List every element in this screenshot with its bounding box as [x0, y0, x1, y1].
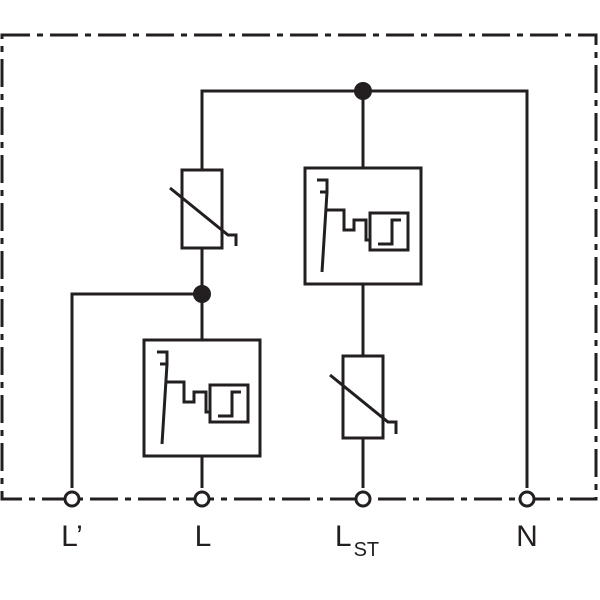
junction-node-top	[354, 82, 372, 100]
junction-node-l	[193, 285, 211, 303]
switch-blade-l	[160, 363, 169, 445]
spark-gap-module-lst	[303, 166, 423, 286]
varistor-top	[169, 168, 238, 250]
trigger-step-l	[218, 390, 241, 418]
switch-blade-lst	[320, 191, 329, 273]
terminal-lst-label-main: L	[335, 520, 352, 553]
trigger-wave-l	[167, 380, 210, 414]
terminal-lst[interactable]	[354, 490, 372, 508]
terminal-l-prime-label: L’	[61, 520, 83, 553]
enclosure-boundary	[0, 33, 598, 501]
varistor-top-body	[180, 168, 224, 250]
trigger-wave-lst	[327, 208, 370, 242]
varistor-bottom-slash	[329, 373, 398, 434]
terminal-l[interactable]	[193, 490, 211, 508]
switch-pivot-lst	[317, 178, 329, 194]
varistor-bottom-body	[341, 354, 385, 440]
varistor-top-slash	[169, 186, 238, 246]
l-prime-wire	[70, 292, 202, 488]
terminal-l-label: L	[195, 520, 212, 553]
switch-pivot-l	[157, 350, 169, 366]
terminal-n[interactable]	[518, 490, 536, 508]
varistor-bottom	[329, 354, 398, 440]
terminal-lst-label-subscript: ST	[354, 539, 380, 561]
spark-gap-module-l	[142, 338, 262, 458]
terminal-l-prime[interactable]	[63, 490, 81, 508]
terminal-n-label: N	[516, 520, 538, 553]
trigger-step-lst	[378, 218, 401, 246]
